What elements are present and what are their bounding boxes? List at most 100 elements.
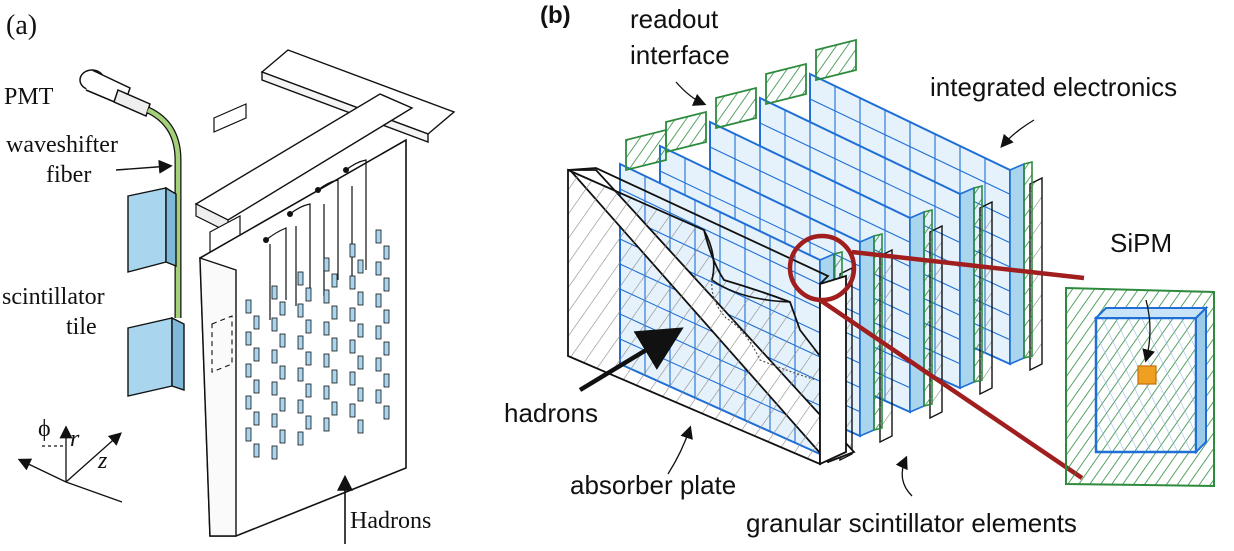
wedge-tile	[323, 321, 330, 336]
axis-triad	[17, 425, 123, 503]
granular-leader	[895, 455, 913, 497]
wedge-tile-grid	[245, 229, 390, 460]
wedge-tile	[245, 331, 252, 346]
wedge-tile	[253, 347, 260, 362]
panel-a-tag: (a)	[6, 10, 38, 41]
wedge-tile	[357, 323, 364, 338]
wedge-tile	[375, 325, 382, 340]
wedge-tile	[383, 309, 390, 324]
sipm-label: SiPM	[1110, 228, 1173, 258]
electronics-leader	[1000, 119, 1035, 148]
wedge-tile	[253, 379, 260, 394]
wedge-tile	[245, 395, 252, 410]
wedge-tile	[357, 387, 364, 402]
wedge-tile	[271, 413, 278, 428]
wedge-tile	[349, 339, 356, 354]
wedge-tile	[297, 431, 304, 446]
wedge-tile	[279, 397, 286, 412]
wedge-tile	[271, 445, 278, 460]
panel-a-drawing	[17, 49, 456, 544]
wedge-tile	[323, 257, 330, 272]
sipm-chip	[1137, 365, 1157, 385]
wedge-tile	[297, 399, 304, 414]
wedge-tile	[279, 301, 286, 316]
wedge-tile	[331, 273, 338, 288]
wedge-tile	[279, 429, 286, 444]
axis-phi-label: ϕ	[38, 416, 51, 442]
wedge-tile	[375, 389, 382, 404]
readout-label-line2: interface	[630, 40, 730, 70]
wedge-tile	[331, 305, 338, 320]
wedge-tile	[331, 401, 338, 416]
wedge-tile	[245, 363, 252, 378]
axis-r-label: r	[70, 426, 80, 452]
wedge-tile	[375, 261, 382, 276]
wedge-tile	[297, 271, 304, 286]
scintillator-tile-lower	[127, 316, 185, 397]
wedge-tile	[305, 415, 312, 430]
integrated-electronics-label: integrated electronics	[930, 72, 1178, 102]
fiber-label-line2: fiber	[46, 162, 92, 188]
scintillator-tile-upper	[127, 186, 177, 273]
wedge-tile	[245, 299, 252, 314]
wedge-tile	[271, 349, 278, 364]
wedge-tile	[305, 383, 312, 398]
pmt-label: PMT	[4, 84, 54, 110]
zoomed-tile	[1065, 286, 1215, 488]
wedge-tile	[271, 381, 278, 396]
wedge-tile	[323, 385, 330, 400]
calorimeter-wedge	[194, 49, 456, 537]
granular-elements-label: granular scintillator elements	[746, 508, 1077, 538]
wedge-tile	[323, 353, 330, 368]
wedge-tile	[279, 333, 286, 348]
wedge-tile	[357, 259, 364, 274]
wedge-tile	[271, 285, 278, 300]
wedge-tile	[383, 277, 390, 292]
absorber-plate-label: absorber plate	[570, 470, 737, 500]
panel-b-drawing	[567, 38, 1215, 497]
hadrons-arrow-b	[578, 327, 684, 392]
tile-label-line1: scintillator	[2, 284, 105, 310]
tile-label-line2: tile	[66, 314, 97, 340]
wedge-tile	[383, 245, 390, 260]
hadrons-label-a: Hadrons	[350, 508, 432, 534]
wedge-tile	[331, 369, 338, 384]
wedge-tile	[297, 367, 304, 382]
front-absorber-plate	[567, 167, 856, 466]
wedge-tile	[279, 365, 286, 380]
wedge-tile	[305, 319, 312, 334]
wedge-tile	[253, 411, 260, 426]
wedge-tile	[349, 243, 356, 258]
pmt-tube	[79, 69, 151, 118]
wedge-tile	[323, 417, 330, 432]
wedge-tile	[383, 341, 390, 356]
wedge-tile	[349, 275, 356, 290]
wedge-tile	[297, 335, 304, 350]
wedge-tile	[253, 315, 260, 330]
wedge-tile	[305, 287, 312, 302]
axis-z-label: z	[98, 448, 108, 474]
wedge-tile	[375, 293, 382, 308]
wedge-tile	[349, 403, 356, 418]
readout-leader	[675, 81, 707, 106]
hadrons-label-b: hadrons	[504, 398, 598, 428]
wedge-tile	[375, 357, 382, 372]
wedge-tile	[349, 371, 356, 386]
wedge-tile	[383, 373, 390, 388]
wedge-tile	[349, 307, 356, 322]
wedge-tile	[375, 229, 382, 244]
wedge-tile	[383, 405, 390, 420]
fiber-label-line1: waveshifter	[6, 132, 118, 158]
wedge-tile	[357, 291, 364, 306]
wedge-tile	[357, 419, 364, 434]
wedge-tile	[245, 427, 252, 442]
wedge-tile	[331, 337, 338, 352]
wedge-tile	[357, 355, 364, 370]
panel-b-tag: (b)	[540, 2, 571, 29]
wedge-tile	[297, 303, 304, 318]
wedge-tile	[253, 443, 260, 458]
wedge-tile	[305, 351, 312, 366]
readout-label-line1: readout	[630, 4, 719, 34]
